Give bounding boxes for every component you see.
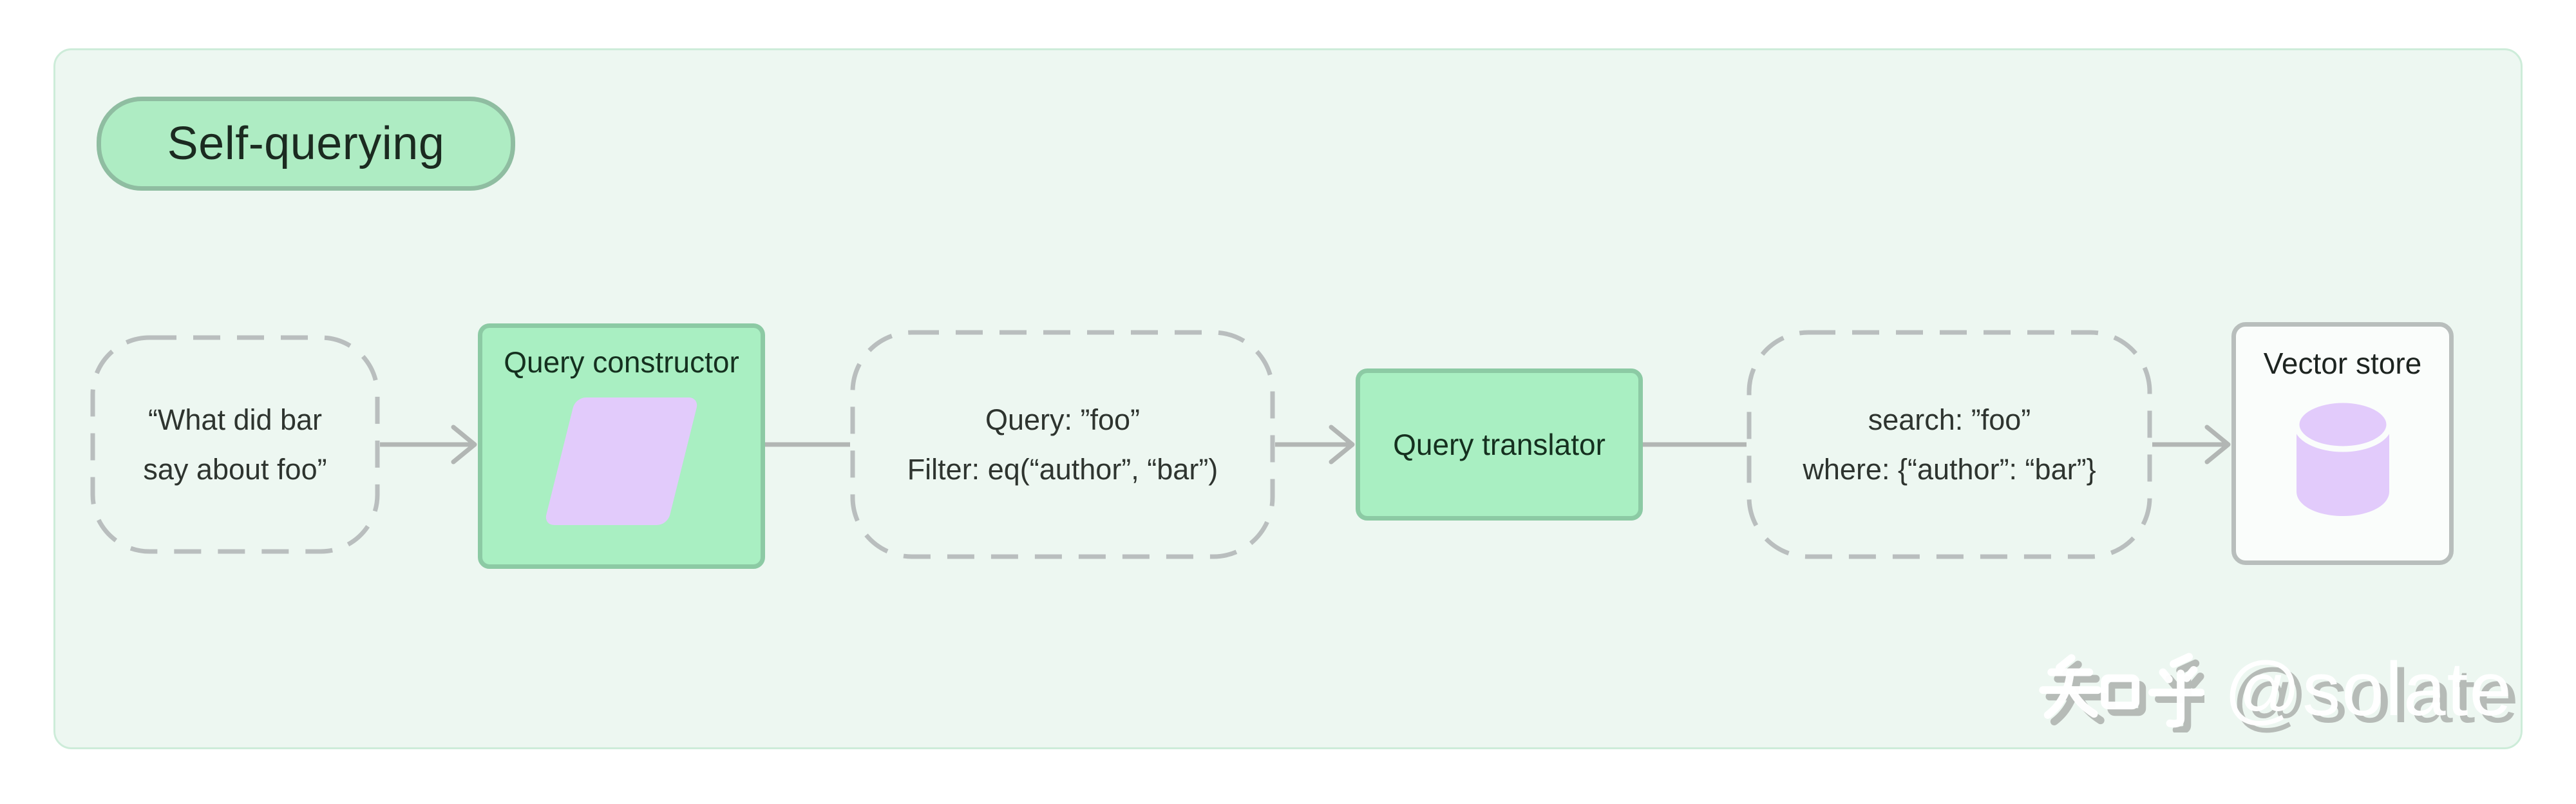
title-badge: Self-querying — [97, 97, 515, 191]
node-structured-query-line1: Query: ”foo” — [985, 403, 1141, 436]
connector-line — [1643, 442, 1747, 447]
node-translated-query: search: ”foo” where: {“author”: “bar”} — [1747, 330, 2152, 559]
node-query-translator: Query translator — [1356, 368, 1643, 521]
arrow-structured-to-translator — [1275, 422, 1356, 467]
title-badge-label: Self-querying — [167, 118, 445, 169]
line-constructor-to-structured — [765, 422, 850, 467]
node-user-query-line2: say about foo” — [143, 453, 327, 486]
node-structured-query: Query: ”foo” Filter: eq(“author”, “bar”) — [850, 330, 1275, 559]
node-structured-query-line2: Filter: eq(“author”, “bar”) — [907, 453, 1218, 486]
node-user-query: “What did bar say about foo” — [90, 335, 380, 554]
node-query-constructor: Query constructor — [478, 323, 765, 569]
zhihu-logo-icon — [2039, 653, 2205, 732]
arrow-icon — [1275, 425, 1355, 464]
node-translated-query-line1: search: ”foo” — [1868, 403, 2031, 436]
arrow-icon — [2152, 425, 2231, 464]
node-query-constructor-label: Query constructor — [504, 345, 739, 379]
node-translated-query-line2: where: {“author”: “bar”} — [1803, 453, 2096, 486]
dashed-border — [850, 330, 1275, 559]
arrow-translated-to-vector-store — [2152, 422, 2231, 467]
arrow-icon — [380, 425, 477, 464]
node-vector-store: Vector store — [2231, 322, 2454, 565]
connector-line — [765, 442, 850, 447]
node-user-query-line1: “What did bar — [147, 403, 323, 436]
node-vector-store-label: Vector store — [2263, 347, 2422, 380]
arrow-user-query-to-constructor — [380, 422, 478, 467]
line-translator-to-translated — [1643, 422, 1747, 467]
dashed-border — [90, 335, 380, 554]
parallelogram-icon — [544, 397, 699, 525]
dashed-border — [1747, 330, 2152, 559]
watermark: @solate — [2038, 646, 2513, 733]
watermark-handle: @solate — [2224, 647, 2513, 732]
database-icon — [2293, 397, 2392, 516]
node-query-translator-label: Query translator — [1393, 428, 1605, 461]
